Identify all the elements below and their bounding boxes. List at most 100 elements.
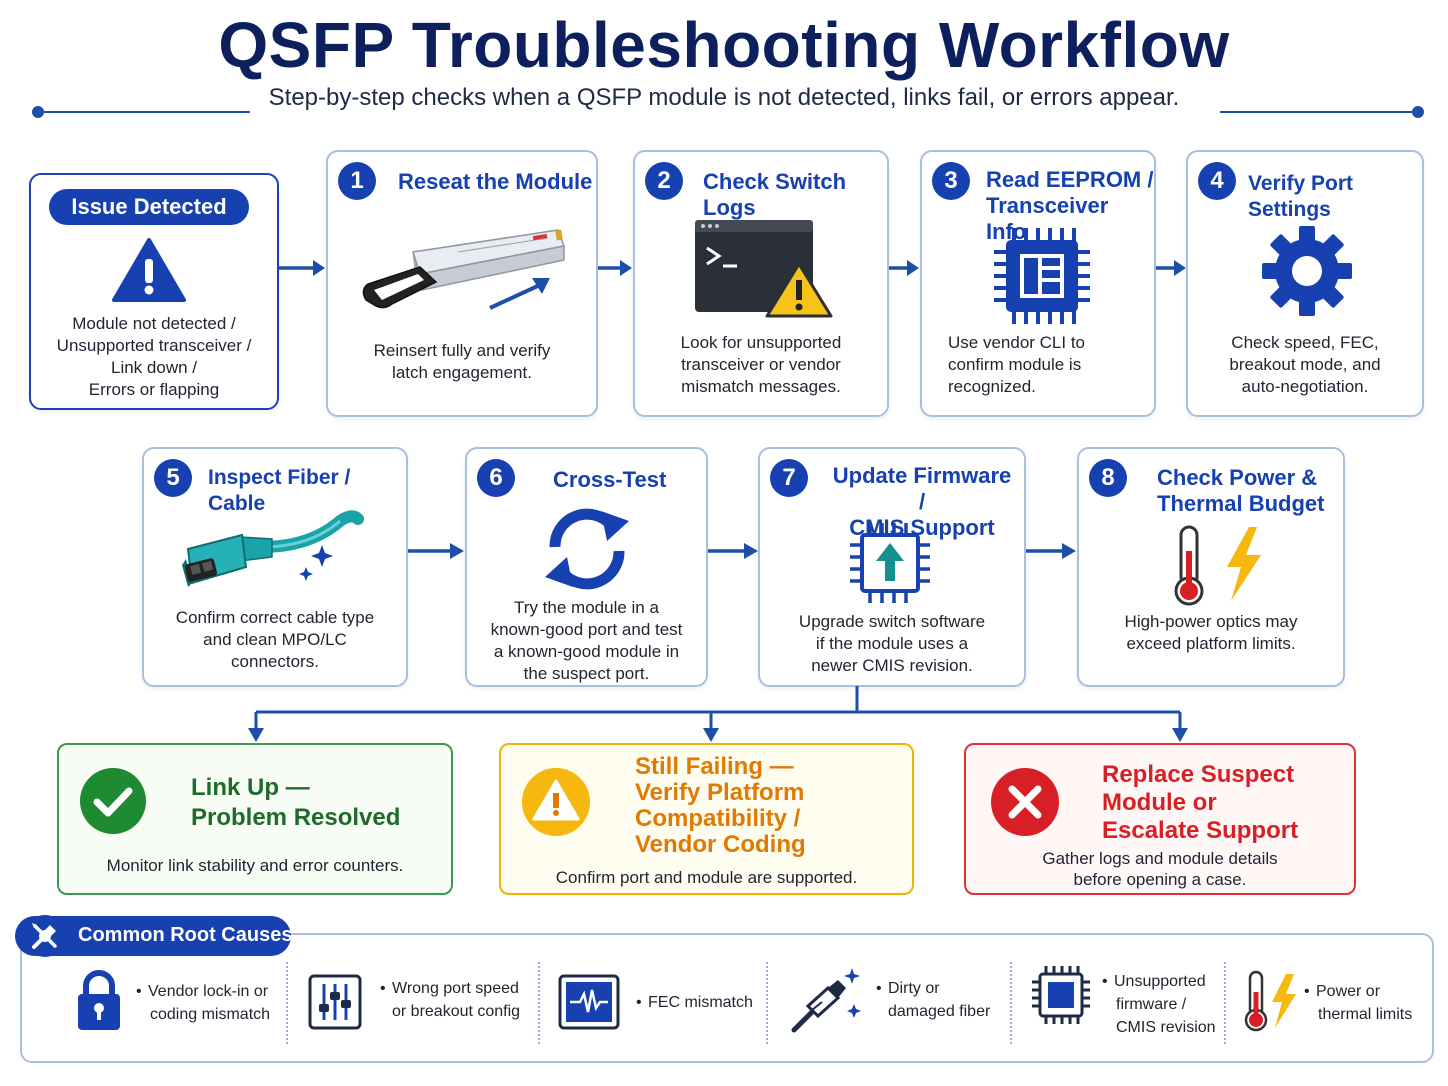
step-number: 3: [932, 162, 970, 200]
root-cause-line: coding mismatch: [150, 1006, 271, 1023]
step-card-3: 3 Read EEPROM / Transceiver Info Use ven…: [920, 150, 1156, 417]
outcome-description: Confirm port and module are supported.: [555, 868, 858, 887]
terminal-warning-icon: [695, 220, 833, 318]
root-cause-separator: [766, 962, 768, 1044]
root-cause-line: •Vendor lock-in or: [136, 983, 269, 1000]
step-title-line: Read EEPROM /: [986, 167, 1154, 192]
outcome-description: Monitor link stability and error counter…: [106, 856, 404, 875]
root-cause-separator: [286, 962, 288, 1044]
outcome-title-line: Compatibility /: [635, 805, 801, 832]
step-desc-line: if the module uses a: [815, 634, 969, 653]
flow-arrow: [1156, 260, 1186, 276]
step-desc-line: connectors.: [231, 652, 319, 671]
step-description: Confirm correct cable type and clean MPO…: [144, 607, 406, 673]
chip-icon: [994, 228, 1090, 324]
padlock-icon: [78, 970, 120, 1030]
step-number: 6: [477, 459, 515, 497]
step-desc-line: and clean MPO/LC: [203, 630, 347, 649]
issue-line: Link down /: [111, 358, 197, 377]
step-desc-line: High-power optics may: [1124, 612, 1298, 631]
outcome-title-line: Replace Suspect: [1102, 761, 1295, 788]
step-desc-line: the suspect port.: [523, 664, 650, 683]
outcome-resolved: Link Up — Problem Resolved Monitor link …: [57, 743, 453, 895]
step-desc-line: known-good port and test: [490, 620, 683, 639]
step-number: 1: [338, 162, 376, 200]
root-cause-line: •Unsupported: [1102, 973, 1206, 990]
outcome-title-line: Escalate Support: [1102, 817, 1299, 844]
root-cause-text: •Dirty or damaged fiber: [876, 977, 990, 1023]
flow-arrow: [1026, 543, 1076, 559]
x-circle-icon: [991, 768, 1059, 836]
step-card-8: 8 Check Power & Thermal Budget High-powe…: [1077, 447, 1345, 687]
outcome-title-line: Verify Platform: [635, 779, 805, 806]
step-desc-line: exceed platform limits.: [1126, 634, 1296, 653]
rule-left: [38, 111, 250, 113]
root-cause-line: thermal limits: [1318, 1006, 1413, 1023]
dirty-fiber-icon: [791, 968, 861, 1033]
issue-line: Module not detected /: [72, 314, 236, 333]
root-cause-line: •Wrong port speed: [380, 980, 519, 997]
root-cause-text: •FEC mismatch: [636, 991, 753, 1014]
step-title: Inspect Fiber / Cable: [208, 466, 351, 515]
outcome-title-line: Vendor Coding: [635, 831, 806, 858]
outcome-title: Still Failing — Verify Platform Compatib…: [635, 754, 806, 858]
rule-right: [1220, 111, 1416, 113]
step-title-line: Transceiver Info: [986, 193, 1109, 244]
step-description: High-power optics may exceed platform li…: [1079, 611, 1343, 655]
flow-arrow: [279, 260, 325, 276]
step-desc-line: mismatch messages.: [681, 377, 841, 396]
thermometer-bolt-icon: [1174, 525, 1261, 606]
outcome-title-line: Still Failing —: [635, 753, 794, 780]
step-card-7: 7 Update Firmware / CMIS Support Upgrade…: [758, 447, 1026, 687]
root-cause-separator: [538, 962, 540, 1044]
issue-line: Errors or flapping: [88, 380, 220, 399]
root-cause-line: •FEC mismatch: [636, 994, 753, 1011]
root-cause-text: •Power or thermal limits: [1304, 980, 1412, 1026]
issue-line: Unsupported transceiver /: [56, 336, 252, 355]
root-cause-line: CMIS revision: [1116, 1019, 1216, 1036]
outcome-description: Gather logs and module details before op…: [966, 848, 1354, 890]
fiber-connector-icon: [182, 510, 364, 587]
step-desc-line: Look for unsupported: [680, 333, 842, 352]
step-desc-line: breakout mode, and: [1229, 355, 1381, 374]
issue-description: Module not detected / Unsupported transc…: [31, 313, 277, 401]
step-description: Look for unsupported transceiver or vend…: [635, 332, 887, 398]
step-card-5: 5 Inspect Fiber / Cable Confirm correct …: [142, 447, 408, 687]
step-card-2: 2 Check Switch Logs Look for unsupported…: [633, 150, 889, 417]
outcome-title-line: Module or: [1102, 789, 1217, 816]
root-cause-line: damaged fiber: [888, 1003, 991, 1020]
step-title: Verify Port Settings: [1248, 172, 1354, 221]
step-card-4: 4 Verify Port Settings Check speed, FEC,…: [1186, 150, 1424, 417]
step-card-1: 1 Reseat the Module Reinsert fully and v…: [326, 150, 598, 417]
step-desc-line: newer CMIS revision.: [811, 656, 973, 675]
gear-icon: [1262, 226, 1352, 316]
step-desc-line: Upgrade switch software: [798, 612, 986, 631]
outcome-replace: Replace Suspect Module or Escalate Suppo…: [964, 743, 1356, 895]
step-number: 7: [770, 459, 808, 497]
refresh-icon: [545, 508, 629, 590]
outcome-title: Replace Suspect Module or Escalate Suppo…: [1102, 761, 1298, 845]
step-title-line: Thermal Budget: [1157, 491, 1325, 516]
root-cause-text: •Wrong port speed or breakout config: [380, 977, 520, 1023]
step-desc-line: Use vendor CLI to: [948, 333, 1086, 352]
step-description: Reinsert fully and verify latch engageme…: [328, 340, 596, 384]
issue-card: Issue Detected Module not detected / Uns…: [29, 173, 279, 410]
page-subtitle: Step-by-step checks when a QSFP module i…: [268, 84, 1180, 111]
step-description: Try the module in a known-good port and …: [467, 597, 706, 685]
outcome-title-line: Problem Resolved: [191, 804, 401, 831]
step-desc-line: confirm module is: [948, 355, 1082, 374]
step-description: Check speed, FEC, breakout mode, and aut…: [1188, 332, 1422, 398]
outcome-title-line: Link Up —: [191, 774, 310, 801]
root-cause-separator: [1010, 962, 1012, 1044]
flow-arrow: [889, 260, 919, 276]
outcome-desc-line: before opening a case.: [1073, 870, 1247, 889]
flow-arrow: [598, 260, 632, 276]
qsfp-module-icon: [362, 229, 566, 310]
page-title: QSFP Troubleshooting Workflow: [218, 9, 1230, 81]
branch-connector: [248, 686, 1188, 742]
step-title-line: Update Firmware /: [832, 463, 1012, 514]
chip-icon: [1032, 966, 1090, 1024]
outcome-desc-line: Gather logs and module details: [1042, 849, 1278, 868]
step-number: 8: [1089, 459, 1127, 497]
root-cause-line: •Dirty or: [876, 980, 940, 997]
